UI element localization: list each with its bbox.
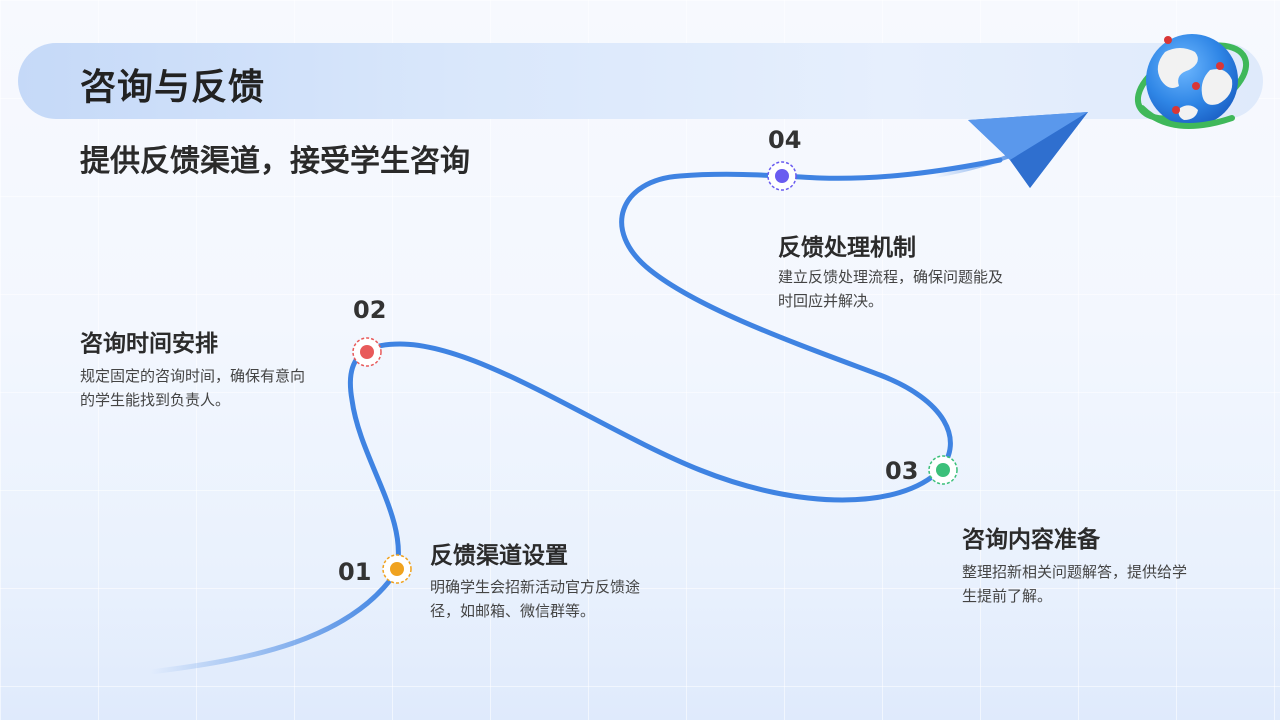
page-subtitle: 提供反馈渠道，接受学生咨询 [80, 144, 470, 179]
step-number-02: 02 [353, 296, 387, 324]
step-number-03: 03 [885, 457, 919, 485]
step-number-01: 01 [338, 558, 372, 586]
step-marker-04 [767, 161, 797, 191]
page-title: 咨询与反馈 [80, 67, 266, 108]
main-path [347, 157, 1003, 575]
header-bar [18, 43, 1263, 119]
step-title-01: 反馈渠道设置 [430, 543, 568, 569]
step-title-03: 咨询内容准备 [962, 527, 1100, 553]
globe-icon [1134, 34, 1250, 129]
path-tail [147, 569, 399, 675]
step-title-02: 咨询时间安排 [80, 331, 218, 357]
paper-plane-icon [968, 112, 1088, 188]
step-marker-01 [382, 554, 412, 584]
step-title-04: 反馈处理机制 [778, 235, 916, 261]
step-number-04: 04 [768, 126, 802, 154]
step-desc-01: 明确学生会招新活动官方反馈途径，如邮箱、微信群等。 [430, 578, 641, 620]
step-desc-03: 整理招新相关问题解答，提供给学生提前了解。 [962, 563, 1188, 605]
step-desc-02: 规定固定的咨询时间，确保有意向的学生能找到负责人。 [80, 367, 306, 409]
step-marker-03 [928, 455, 958, 485]
step-desc-04: 建立反馈处理流程，确保问题能及时回应并解决。 [778, 268, 1004, 310]
step-marker-02 [352, 337, 382, 367]
